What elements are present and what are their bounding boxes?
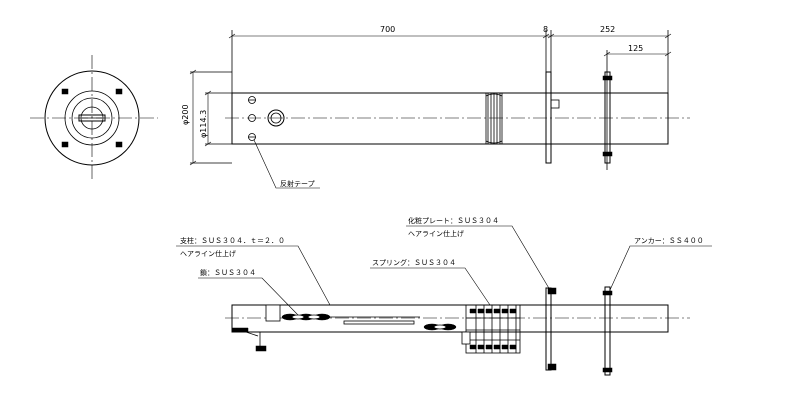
outer-diameter-dimension: φ200	[181, 104, 190, 125]
chain-material-label: 鎖：ＳＵＳ３０４	[200, 268, 256, 277]
flange-thickness-dimension: 8	[543, 25, 548, 34]
spring-top	[485, 92, 503, 145]
total-length-dimension: 700	[380, 25, 395, 34]
anchor-bottom	[602, 286, 613, 376]
cosmetic-plate-finish-label: ヘアライン仕上げ	[408, 229, 464, 238]
spring-bottom	[461, 304, 521, 354]
anchor-half-dimension: 125	[628, 44, 643, 53]
post-finish-label: ヘアライン仕上げ	[180, 249, 236, 258]
anchor-top	[602, 63, 613, 170]
section-view-bottom: 支柱：ＳＵＳ３０４．ｔ＝２．０ ヘアライン仕上げ 鎖：ＳＵＳ３０４ スプリング：…	[176, 216, 712, 376]
anchor-length-dimension: 252	[600, 25, 615, 34]
post-material-label: 支柱：ＳＵＳ３０４．ｔ＝２．０	[180, 236, 285, 245]
cosmetic-plate-material-label: 化粧プレート：ＳＵＳ３０４	[408, 216, 499, 225]
post-diameter-dimension: φ114.3	[199, 110, 208, 138]
side-view-top: φ200 φ114.3	[181, 25, 690, 189]
reflective-tape-label: 反射テープ	[280, 179, 315, 188]
spring-material-label: スプリング：ＳＵＳ３０４	[372, 258, 456, 267]
chain	[265, 304, 457, 331]
end-view	[30, 55, 158, 180]
anchor-material-label: アンカー：ＳＳ４００	[634, 237, 704, 245]
